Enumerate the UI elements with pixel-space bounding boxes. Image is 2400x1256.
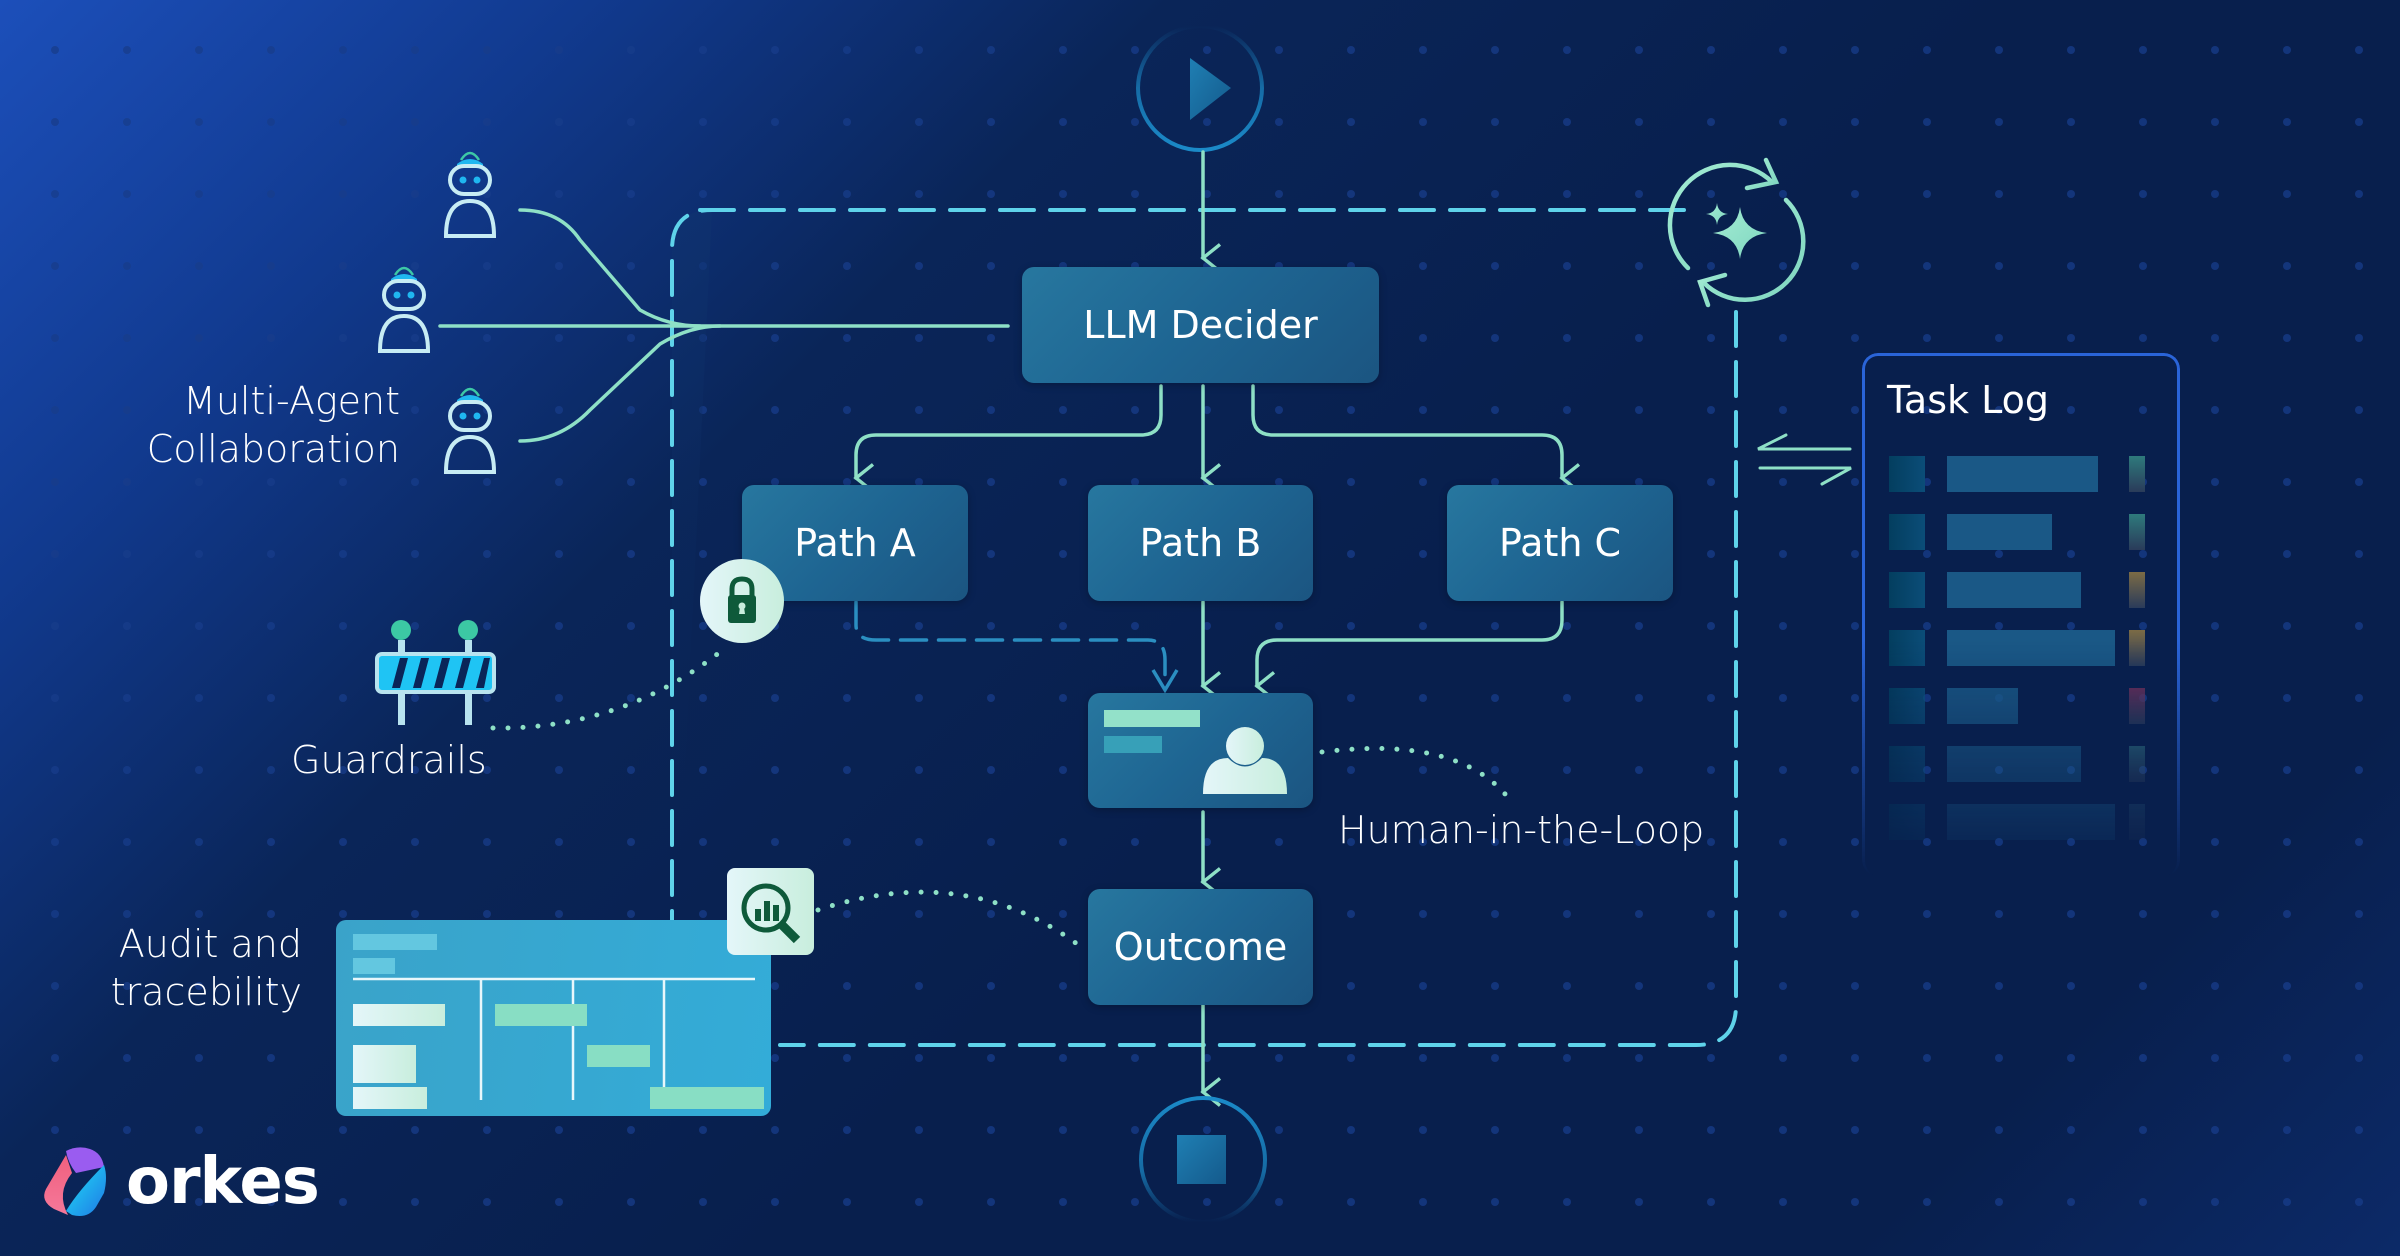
trace-table-illustration <box>353 934 764 1140</box>
end-node[interactable] <box>1139 1096 1267 1224</box>
stop-icon <box>1177 1135 1226 1184</box>
task-log-title: Task Log <box>1887 378 2049 422</box>
connector-decider-to-path-c <box>1251 384 1581 493</box>
task-log-row <box>1889 746 2159 782</box>
path-c-label: Path C <box>1498 521 1622 565</box>
task-log-panel: Task Log <box>1862 353 2180 876</box>
brand-logo[interactable]: orkes <box>38 1142 320 1222</box>
path-a-label: Path A <box>794 521 916 565</box>
task-log-row-bar <box>1947 746 2081 782</box>
orchestration-boundary <box>670 208 1738 1047</box>
task-log-row-bar <box>1947 456 2098 492</box>
orkes-logo-icon <box>44 1147 106 1216</box>
audit-label-line-2: tracebility <box>110 970 302 1014</box>
task-log-row-bar <box>1947 688 2018 724</box>
human-review-node[interactable] <box>1088 693 1313 808</box>
task-log-row-status <box>2129 804 2145 840</box>
outcome-node[interactable]: Outcome <box>1088 889 1313 1005</box>
audit-trace-panel <box>336 920 771 1140</box>
play-icon <box>1190 58 1231 120</box>
task-log-row-id <box>1889 630 1925 666</box>
task-log-row-id <box>1889 572 1925 608</box>
llm-decider-label: LLM Decider <box>1083 303 1318 347</box>
multi-agent-label-line-2: Collaboration <box>146 427 400 471</box>
task-log-row-status <box>2129 630 2145 666</box>
path-c-node[interactable]: Path C <box>1447 485 1673 601</box>
audit-badge[interactable] <box>727 868 814 955</box>
task-log-row-status <box>2129 572 2145 608</box>
audit-label-line-1: Audit and <box>118 922 302 966</box>
task-log-row-id <box>1889 746 1925 782</box>
task-log-row-status <box>2129 514 2145 550</box>
task-log-row-bar <box>1947 804 2115 840</box>
dotted-human-link <box>1319 745 1513 803</box>
dotted-guardrails-link <box>490 649 723 731</box>
task-log-row-id <box>1889 514 1925 550</box>
exchange-arrows-icon <box>1757 433 1852 486</box>
brand-name: orkes <box>126 1145 320 1219</box>
task-log-row <box>1889 804 2159 840</box>
task-log-row <box>1889 456 2159 492</box>
path-b-label: Path B <box>1139 521 1262 565</box>
human-in-the-loop-label: Human-in-the-Loop <box>1338 808 1705 852</box>
task-log-row-id <box>1889 804 1925 840</box>
task-log-row-bar <box>1947 572 2081 608</box>
agent-2[interactable] <box>377 266 431 353</box>
person-card-icon <box>1104 710 1287 794</box>
robot-agent-icon <box>377 266 431 353</box>
task-log-row-status <box>2129 746 2145 782</box>
robot-agent-icon <box>443 151 497 238</box>
llm-decider-node[interactable]: LLM Decider <box>1022 267 1379 383</box>
start-node[interactable] <box>1136 24 1264 152</box>
sparkle-cycle-icon <box>1667 157 1806 308</box>
task-log-row-status <box>2129 688 2145 724</box>
multi-agent-label-line-1: Multi-Agent <box>183 379 400 423</box>
task-log-row-bar <box>1947 514 2052 550</box>
task-log-row-id <box>1889 688 1925 724</box>
task-log-row <box>1889 630 2159 666</box>
multi-agent-label: Multi-Agent Collaboration <box>147 377 400 473</box>
agent-1[interactable] <box>443 151 497 238</box>
barrier-icon <box>375 620 496 725</box>
guardrails-label: Guardrails <box>291 738 487 782</box>
task-log-row-id <box>1889 456 1925 492</box>
task-log-row <box>1889 572 2159 608</box>
arrowhead-path-a <box>1151 669 1179 694</box>
connector-agent-3 <box>518 324 722 443</box>
magnifier-chart-icon <box>741 883 801 944</box>
connector-path-a-to-human <box>854 600 1167 688</box>
guardrail-badge[interactable] <box>700 559 784 643</box>
task-log-row-bar <box>1947 630 2115 666</box>
lock-icon <box>728 576 756 623</box>
flow-connectors <box>438 150 1581 1107</box>
robot-agent-icon <box>443 387 497 474</box>
dotted-annotations <box>490 649 1513 953</box>
task-log-row-status <box>2129 456 2145 492</box>
connector-decider-to-path-a <box>853 384 1163 493</box>
audit-label: Audit and tracebility <box>111 920 302 1016</box>
task-log-row <box>1889 514 2159 550</box>
task-log-row <box>1889 688 2159 724</box>
outcome-label: Outcome <box>1113 925 1288 969</box>
connector-path-c-to-human <box>1254 600 1564 701</box>
path-b-node[interactable]: Path B <box>1088 485 1313 601</box>
agent-3[interactable] <box>443 387 497 474</box>
